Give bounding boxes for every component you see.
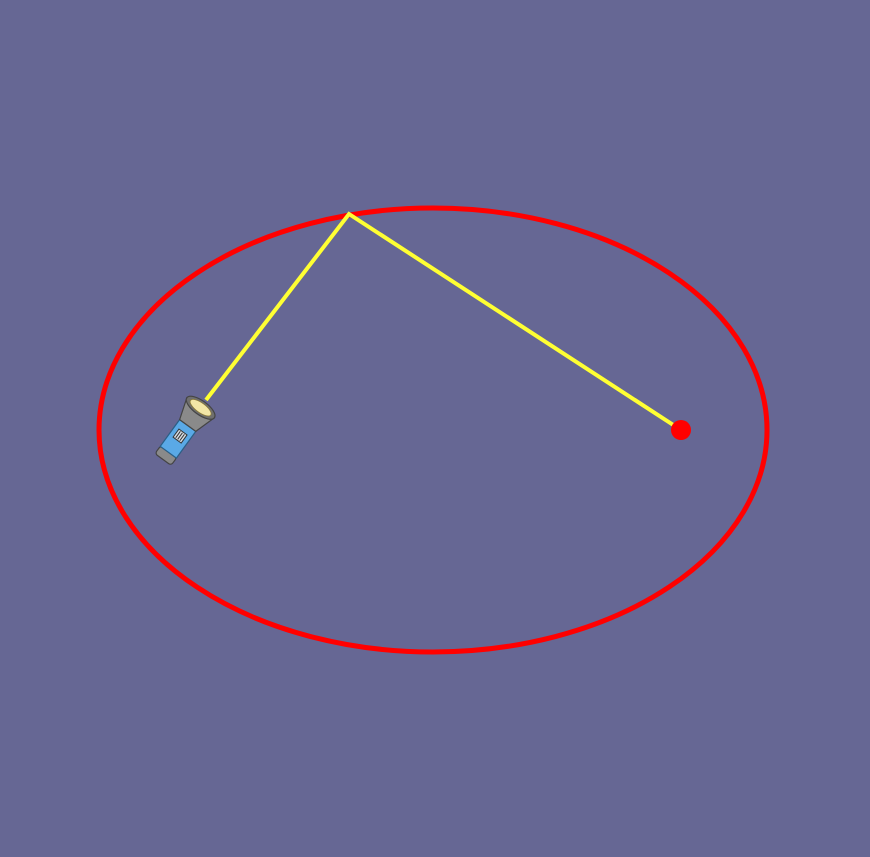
target-dot [671, 420, 691, 440]
light-ray-path [204, 211, 683, 432]
flashlight-icon[interactable] [149, 392, 218, 469]
elliptical-mirror [96, 205, 770, 655]
flashlight-lens [189, 399, 212, 417]
